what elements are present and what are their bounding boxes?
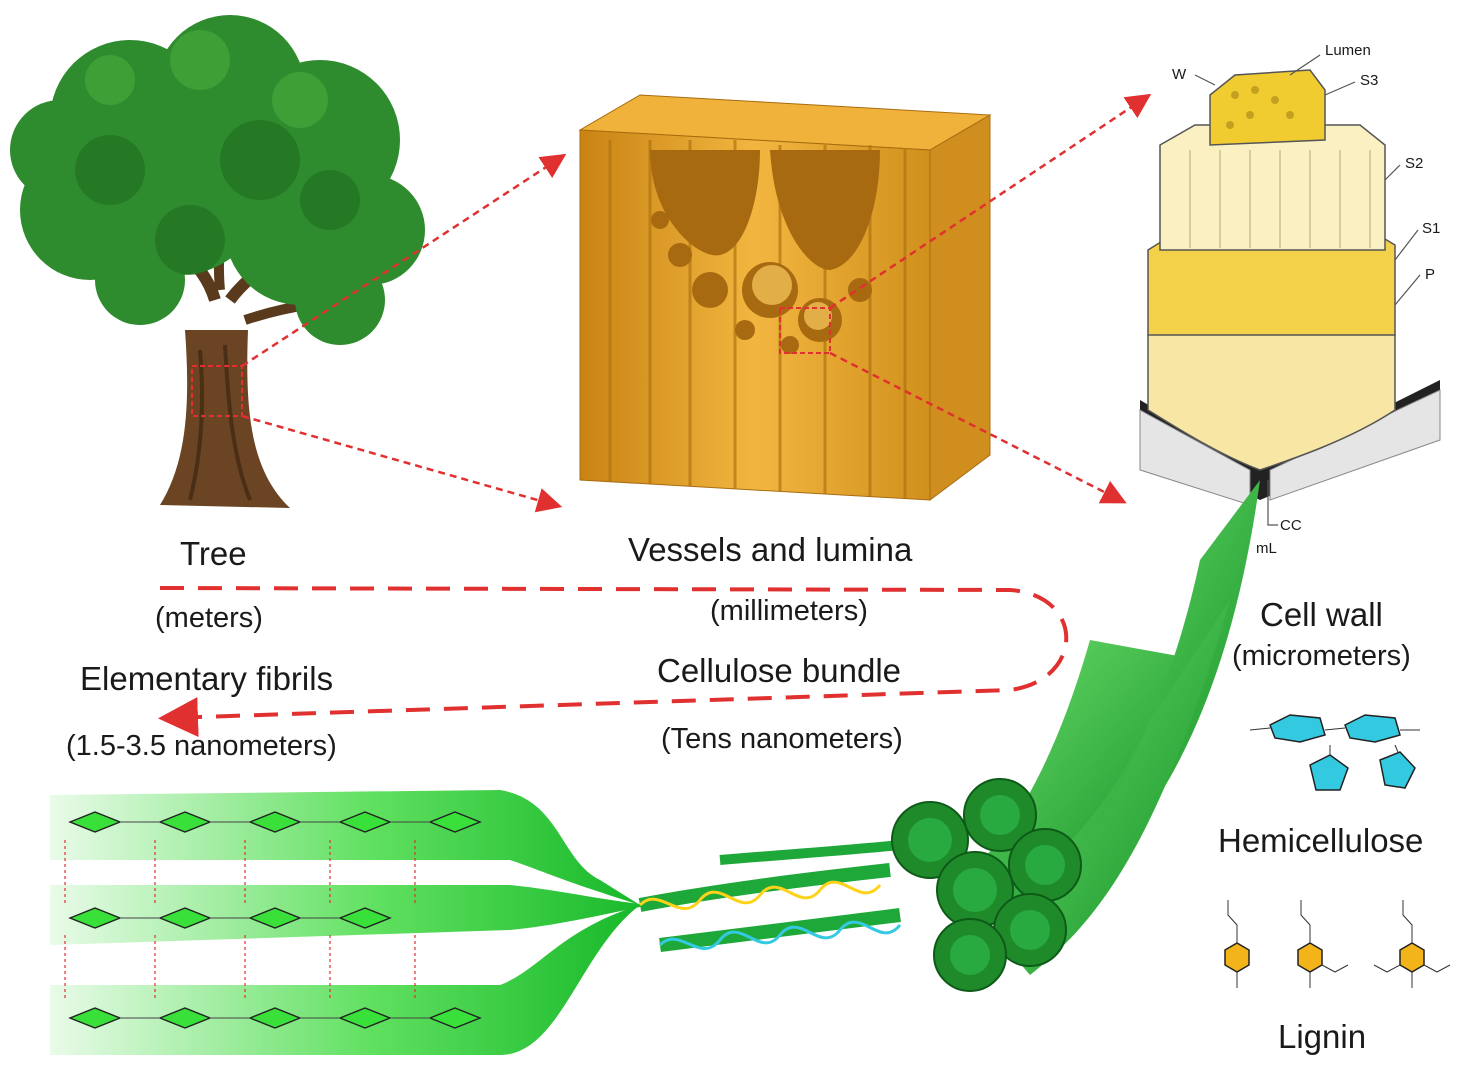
- fibril-illustration: [50, 790, 650, 1055]
- cc-leader: [1267, 480, 1278, 526]
- lignin-monomer-2: [1297, 900, 1349, 988]
- fibrils-label: Elementary fibrils: [80, 660, 334, 697]
- cell-wall-illustration: [1139, 54, 1441, 526]
- s2-leader: [1384, 164, 1401, 181]
- layer-s3-label: S3: [1360, 72, 1379, 89]
- cellulose-bundle-illustration: [638, 480, 1260, 992]
- hemicellulose-structure: [1249, 714, 1420, 791]
- p-leader: [1394, 274, 1421, 306]
- tree-scale-label: (meters): [155, 602, 263, 634]
- vessels-scale-label: (millimeters): [710, 595, 868, 627]
- w-leader: [1194, 74, 1216, 86]
- lignin-monomer-3: [1373, 900, 1451, 988]
- lignin-label: Lignin: [1278, 1018, 1367, 1055]
- layer-lumen-label: Lumen: [1325, 42, 1371, 59]
- arrow-tree-to-vessels-bottom: [241, 414, 563, 513]
- bundle-label: Cellulose bundle: [657, 652, 902, 689]
- s1-leader: [1394, 229, 1419, 261]
- layer-p-label: P: [1425, 266, 1436, 283]
- bundle-scale-label: (Tens nanometers): [661, 723, 903, 755]
- tree-label: Tree: [180, 535, 247, 572]
- vessel-zoom-box: [779, 307, 831, 354]
- arrow-tree-to-vessels-top: [241, 153, 567, 368]
- layer-ml-label: mL: [1256, 540, 1277, 557]
- layer-w-label: W: [1172, 66, 1187, 83]
- hemicellulose-label: Hemicellulose: [1218, 822, 1424, 859]
- layer-s2-label: S2: [1405, 155, 1424, 172]
- fibrils-scale-label: (1.5-3.5 nanometers): [66, 730, 337, 762]
- lignin-monomer-1: [1224, 900, 1250, 988]
- lumen-leader: [1289, 54, 1321, 76]
- cell-wall-scale-label: (micrometers): [1232, 640, 1411, 672]
- tree-illustration: [10, 15, 425, 508]
- cell-wall-label: Cell wall: [1260, 596, 1383, 633]
- zoom-arrows: [241, 93, 1152, 513]
- s3-leader: [1324, 81, 1356, 96]
- tree-zoom-box: [191, 365, 243, 417]
- layer-cc-label: CC: [1280, 517, 1302, 534]
- arrow-vessels-to-cellwall-top: [829, 93, 1152, 310]
- layer-s1-label: S1: [1422, 220, 1441, 237]
- arrow-vessels-to-cellwall-bottom: [829, 351, 1127, 504]
- scale-flow-arrow: [158, 586, 1069, 738]
- wood-block-illustration: [578, 94, 992, 501]
- lignin-structures: [1224, 900, 1451, 988]
- vessels-label: Vessels and lumina: [628, 531, 913, 568]
